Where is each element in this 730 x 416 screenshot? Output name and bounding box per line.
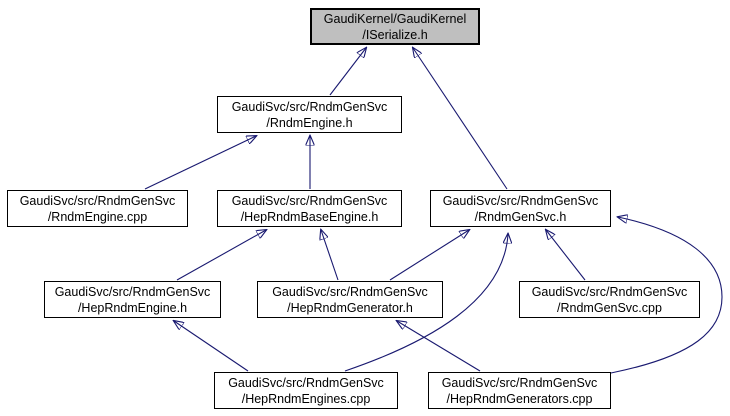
node-rndmgensvc-h[interactable]: GaudiSvc/src/RndmGenSvc /RndmGenSvc.h xyxy=(430,190,611,227)
edge-rndmengine-h-to-iserialize-h xyxy=(329,48,366,96)
node-heprndmengines-cpp[interactable]: GaudiSvc/src/RndmGenSvc /HepRndmEngines.… xyxy=(214,372,398,409)
node-label-line1: GaudiSvc/src/RndmGenSvc xyxy=(228,375,384,390)
node-label-line1: GaudiSvc/src/RndmGenSvc xyxy=(442,193,599,208)
node-label-line1: GaudiSvc/src/RndmGenSvc xyxy=(531,284,688,299)
edge-rndmgensvc-h-to-iserialize-h xyxy=(413,48,508,190)
node-rndmgensvc-cpp[interactable]: GaudiSvc/src/RndmGenSvc /RndmGenSvc.cpp xyxy=(519,281,700,318)
node-label-line2: /HepRndmEngine.h xyxy=(77,300,188,315)
node-label-line2: /HepRndmEngines.cpp xyxy=(241,391,371,406)
node-label-line1: GaudiSvc/src/RndmGenSvc xyxy=(272,284,428,299)
node-heprndmgenerator-h[interactable]: GaudiSvc/src/RndmGenSvc /HepRndmGenerato… xyxy=(257,281,443,318)
node-label-line1: GaudiSvc/src/RndmGenSvc xyxy=(19,193,176,208)
edge-heprndmgenerator-h-to-heprndmbaseengine-h xyxy=(321,230,339,281)
node-label-line2: /HepRndmGenerators.cpp xyxy=(446,391,593,406)
node-heprndmengine-h[interactable]: GaudiSvc/src/RndmGenSvc /HepRndmEngine.h xyxy=(44,281,221,318)
node-heprndmbaseengine-h[interactable]: GaudiSvc/src/RndmGenSvc /HepRndmBaseEngi… xyxy=(217,190,402,227)
node-label-line1: GaudiSvc/src/RndmGenSvc xyxy=(231,193,388,208)
edge-heprndmgenerator-h-to-rndmgensvc-h xyxy=(389,230,469,281)
edge-heprndmengine-h-to-heprndmbaseengine-h xyxy=(176,230,266,281)
node-label-line2: /RndmEngine.h xyxy=(266,115,353,130)
node-label-line2: /ISerialize.h xyxy=(362,27,428,42)
edge-heprndmgenerators-cpp-to-rndmgensvc-h xyxy=(610,217,723,374)
node-label-line1: GaudiSvc/src/RndmGenSvc xyxy=(54,284,211,299)
node-label-line2: /RndmGenSvc.h xyxy=(474,209,567,224)
edge-heprndmengines-cpp-to-rndmgensvc-h xyxy=(344,234,508,372)
edge-rndmgensvc-cpp-to-rndmgensvc-h xyxy=(546,230,586,281)
node-label-line2: /RndmEngine.cpp xyxy=(47,209,148,224)
node-label-line1: GaudiSvc/src/RndmGenSvc xyxy=(231,99,388,114)
edge-heprndmengines-cpp-to-heprndmengine-h xyxy=(174,321,249,372)
node-label-line2: /HepRndmGenerator.h xyxy=(287,300,413,315)
node-label-line1: GaudiSvc/src/RndmGenSvc xyxy=(441,375,598,390)
node-label-line2: /RndmGenSvc.cpp xyxy=(557,300,662,315)
node-rndmengine-cpp[interactable]: GaudiSvc/src/RndmGenSvc /RndmEngine.cpp xyxy=(7,190,188,227)
edge-rndmengine-cpp-to-rndmengine-h xyxy=(144,136,256,190)
node-label-line2: /HepRndmBaseEngine.h xyxy=(240,209,379,224)
edge-heprndmgenerators-cpp-to-heprndmgenerator-h xyxy=(397,321,481,372)
node-iserialize-h: GaudiKernel/GaudiKernel /ISerialize.h xyxy=(310,8,480,45)
node-heprndmgenerators-cpp[interactable]: GaudiSvc/src/RndmGenSvc /HepRndmGenerato… xyxy=(428,372,611,409)
node-rndmengine-h[interactable]: GaudiSvc/src/RndmGenSvc /RndmEngine.h xyxy=(217,96,402,133)
node-label-line1: GaudiKernel/GaudiKernel xyxy=(323,11,467,26)
